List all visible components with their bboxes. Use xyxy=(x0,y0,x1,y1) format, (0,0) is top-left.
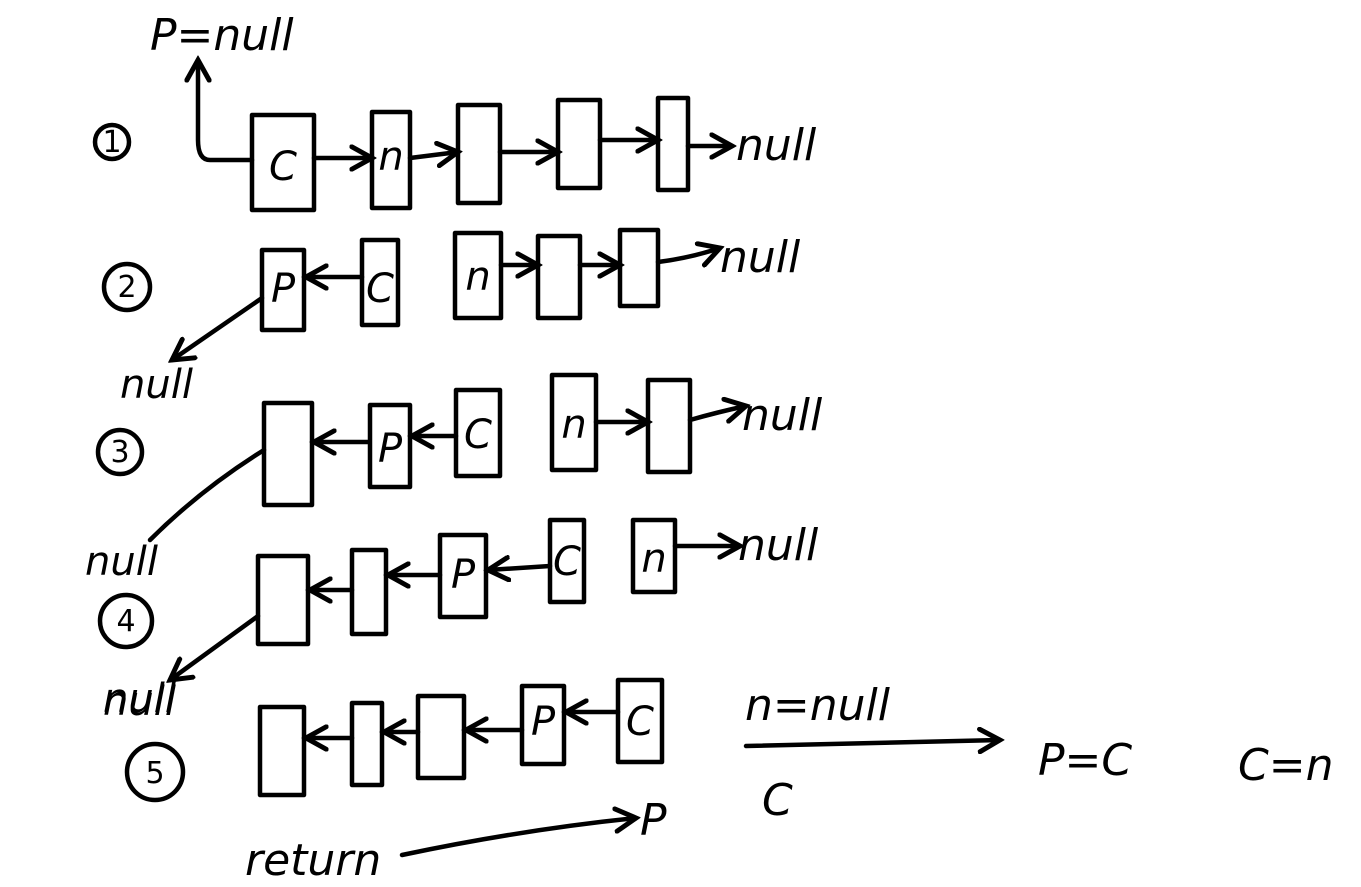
step-marker: 4 xyxy=(97,592,155,650)
node-label: C xyxy=(553,539,581,585)
list-node xyxy=(615,677,665,765)
list-node xyxy=(630,517,678,595)
list-node xyxy=(415,693,467,781)
arrow-to-p-null xyxy=(198,60,255,163)
list-node xyxy=(255,553,311,647)
svg-text:2: 2 xyxy=(117,270,136,305)
return-arrow xyxy=(399,818,636,858)
step-marker: 2 xyxy=(101,261,153,313)
condition-top: n=null xyxy=(745,680,891,731)
null-label: null xyxy=(742,390,823,441)
node-label: n xyxy=(378,134,403,180)
list-node xyxy=(359,237,401,328)
arrow-to-null xyxy=(170,613,261,680)
list-node xyxy=(535,233,583,321)
list-node xyxy=(547,517,587,605)
step-marker: 1 xyxy=(92,122,132,162)
list-node xyxy=(617,227,661,309)
null-label: null xyxy=(103,676,176,722)
step-marker: 5 xyxy=(124,741,186,803)
node-label: n xyxy=(465,254,490,300)
list-node xyxy=(261,400,315,508)
node-label: C xyxy=(366,266,394,312)
return-label: return xyxy=(245,835,381,886)
null-label: null xyxy=(103,679,176,725)
result-assignment-2: C=n xyxy=(1238,740,1333,791)
top-label: P=null xyxy=(150,10,294,61)
list-node xyxy=(455,102,503,206)
node-label: P xyxy=(451,552,476,598)
svg-text:5: 5 xyxy=(145,756,164,791)
svg-text:1: 1 xyxy=(102,125,121,160)
list-node xyxy=(349,547,389,637)
list-node xyxy=(257,704,307,798)
return-target: P xyxy=(640,795,667,846)
prev-arrow xyxy=(488,566,553,570)
node-label: n xyxy=(641,536,666,582)
node-label: P xyxy=(378,426,403,472)
loop-step-annotation: n=null C P=C C=n xyxy=(743,680,1333,826)
condition-bottom: C xyxy=(762,775,793,826)
row-4: 4 null P C n null xyxy=(97,517,819,725)
null-label: null xyxy=(120,362,193,408)
list-node xyxy=(555,97,603,191)
list-node xyxy=(453,387,503,479)
return-annotation: return P xyxy=(245,795,667,886)
svg-text:3: 3 xyxy=(110,435,129,470)
result-assignment-1: P=C xyxy=(1038,735,1132,786)
node-label: C xyxy=(626,699,654,745)
list-node xyxy=(349,700,385,788)
node-label: C xyxy=(269,144,297,190)
arrow-to-null xyxy=(687,406,746,420)
null-label: null xyxy=(738,520,819,571)
list-node xyxy=(655,95,691,193)
row-1: 1 C n null xyxy=(92,60,817,213)
next-arrow xyxy=(407,152,458,158)
node-label: C xyxy=(464,412,492,458)
node-label: n xyxy=(561,402,586,448)
arrow-to-null xyxy=(172,295,265,360)
list-node xyxy=(452,230,504,321)
svg-text:4: 4 xyxy=(116,604,135,639)
null-label: null xyxy=(720,232,801,283)
node-label: P xyxy=(271,266,296,312)
list-node xyxy=(249,112,317,213)
null-label: null xyxy=(736,120,817,171)
list-node xyxy=(645,377,693,475)
arrow-to-null xyxy=(655,248,720,262)
transition-arrow xyxy=(743,740,1000,746)
node-label: P xyxy=(531,699,556,745)
step-marker: 3 xyxy=(95,427,145,477)
null-label: null xyxy=(85,539,158,585)
row-3: 3 null P C n null xyxy=(85,372,823,585)
row-2: 2 P null C n null xyxy=(101,227,801,408)
row-5: 5 P C null xyxy=(103,676,665,803)
arrow-to-null xyxy=(147,447,267,543)
